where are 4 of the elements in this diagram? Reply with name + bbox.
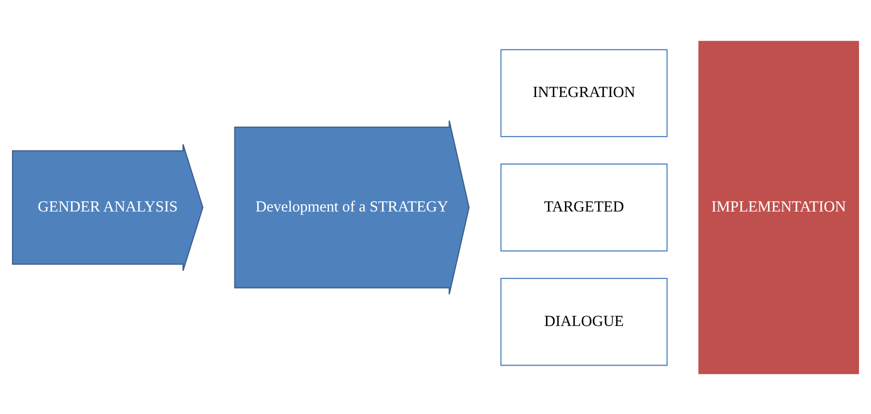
node-box: DIALOGUE — [500, 277, 668, 366]
node-box: IMPLEMENTATION — [698, 40, 859, 374]
node-box: TARGETED — [500, 163, 668, 251]
node-box: INTEGRATION — [500, 48, 668, 137]
